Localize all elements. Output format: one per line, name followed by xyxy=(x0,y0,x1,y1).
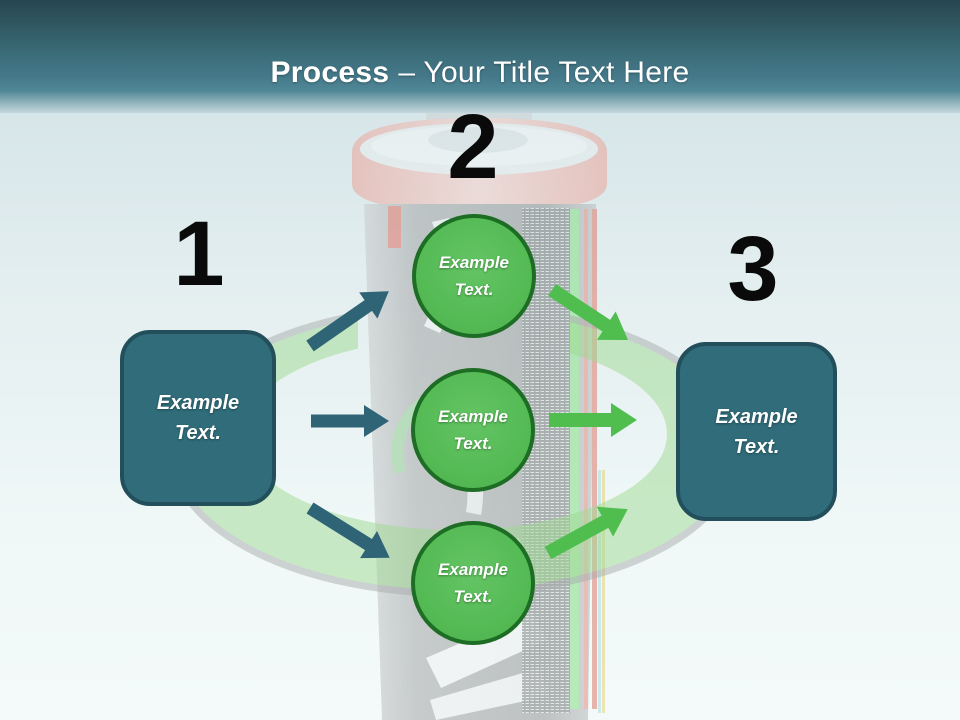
arrow-circle3-to-step3 xyxy=(544,506,628,560)
step3-box: Example Text. xyxy=(676,342,837,521)
step3-box-label: Example Text. xyxy=(715,405,798,458)
step1-box-label: Example Text. xyxy=(156,392,240,444)
step2-circle-3-label: Example Text. xyxy=(438,560,508,606)
title-regular: – Your Title Text Here xyxy=(398,56,690,89)
step1-box: Example Text. xyxy=(120,330,276,506)
arrow-step1-to-circle3 xyxy=(306,502,390,559)
slide-title: Process– Your Title Text Here xyxy=(0,56,960,90)
battery-top-cap xyxy=(352,118,607,212)
header-bar: Process– Your Title Text Here xyxy=(0,0,960,113)
title-emphasis: Process xyxy=(270,56,390,89)
step2-circle-1-label: Example Text. xyxy=(439,253,509,299)
arrow-circle1-to-step3 xyxy=(548,284,629,340)
battery-label-red-accent xyxy=(388,206,401,248)
step2-circle-2: Example Text. xyxy=(411,368,535,492)
step2-circle-2-label: Example Text. xyxy=(438,407,508,453)
arrow-step1-to-circle1 xyxy=(306,291,389,352)
step2-circle-1: Example Text. xyxy=(412,214,536,338)
step-number-1: 1 xyxy=(173,203,225,305)
step-number-3: 3 xyxy=(727,218,779,320)
arrow-step1-to-circle2 xyxy=(311,405,389,437)
step-number-2: 2 xyxy=(447,96,499,198)
step2-circle-3: Example Text. xyxy=(411,521,535,645)
arrow-circle2-to-step3 xyxy=(549,403,637,437)
